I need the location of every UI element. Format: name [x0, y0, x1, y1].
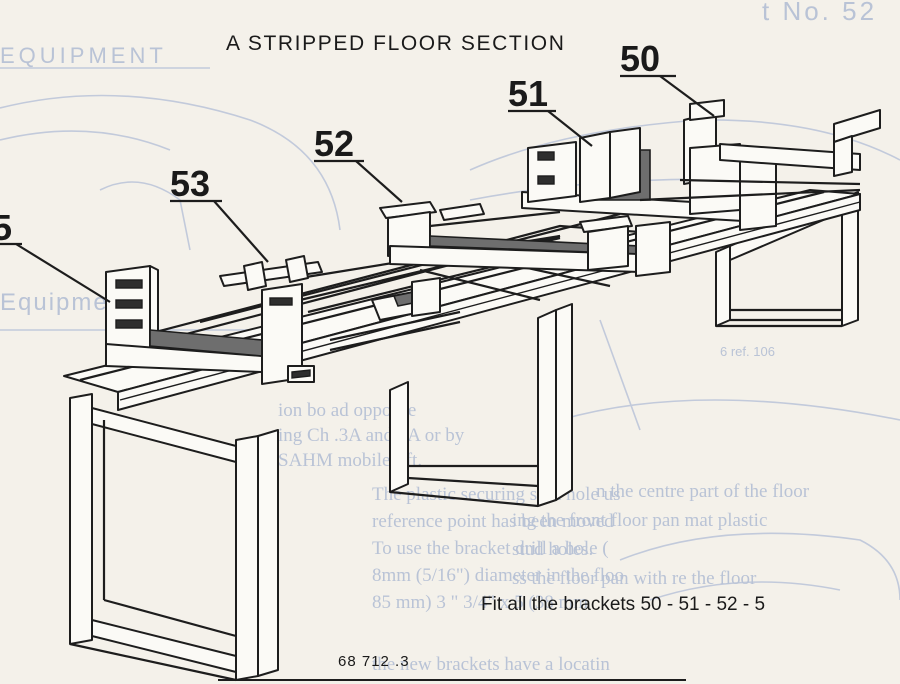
- callout-5: 5: [0, 207, 111, 303]
- bg-ref-label: 6 ref. 106: [720, 344, 775, 359]
- svg-text:ss the floor pan with re the f: ss the floor pan with re the floor: [512, 568, 757, 589]
- bg-header-left: EQUIPMENT: [0, 43, 167, 68]
- svg-text:SAHM mobile lift.: SAHM mobile lift.: [278, 450, 422, 471]
- svg-text:ing Ch .3A and 4A or by: ing Ch .3A and 4A or by: [278, 425, 465, 446]
- svg-text:To use the bracket drill a hol: To use the bracket drill a hole (: [372, 538, 609, 559]
- bracket-middle-small: [371, 277, 441, 321]
- bg-equipment-label: Equipme: [0, 289, 109, 316]
- bg-text-right: n the centre part of the floor ing the f…: [512, 481, 810, 589]
- caption-text: Fit all the brackets 50 - 51 - 52 - 5: [481, 594, 765, 615]
- svg-text:stud holes.: stud holes.: [512, 539, 593, 560]
- callout-50: 50: [620, 38, 715, 117]
- figure-number: 68 712 .3: [338, 653, 410, 670]
- svg-text:the new brackets have a locati: the new brackets have a locatin: [372, 654, 610, 675]
- callout-53: 53: [170, 163, 269, 263]
- callout-label-50: 50: [620, 38, 660, 79]
- bracket-assembly-left: [105, 255, 323, 385]
- callout-label-51: 51: [508, 73, 548, 114]
- bracket-assembly-50-51: [521, 99, 881, 231]
- callout-label-53: 53: [170, 163, 210, 204]
- svg-text:8mm (5/16") diameter in the fl: 8mm (5/16") diameter in the floo: [372, 565, 624, 586]
- callout-52: 52: [314, 123, 403, 203]
- leg-frame-front: [69, 393, 279, 682]
- diagram-title: A STRIPPED FLOOR SECTION: [226, 32, 565, 55]
- svg-text:n the centre part of the floor: n the centre part of the floor: [596, 481, 810, 502]
- callout-label-5: 5: [0, 207, 12, 248]
- svg-text:ion bo ad oppo: ion bo ad oppo ire: [278, 400, 416, 421]
- callout-label-52: 52: [314, 123, 354, 164]
- callout-51: 51: [508, 73, 593, 147]
- svg-text:reference point has been moved: reference point has been moved: [372, 511, 614, 532]
- bg-header-right: t No. 52: [762, 0, 877, 26]
- leg-frame-middle: [389, 303, 573, 508]
- svg-text:ing the front floor pan mat pl: ing the front floor pan mat plastic: [512, 510, 767, 531]
- floor-jig-drawing: [63, 99, 881, 682]
- svg-text:85 mm) 3 " 3/4" x 5 (38 mm: 85 mm) 3 " 3/4" x 5 (38 mm: [372, 592, 588, 613]
- bracket-assembly-52: [379, 201, 671, 277]
- bg-text-left: ion bo ad oppo ire ing Ch .3A and 4A or …: [278, 400, 624, 675]
